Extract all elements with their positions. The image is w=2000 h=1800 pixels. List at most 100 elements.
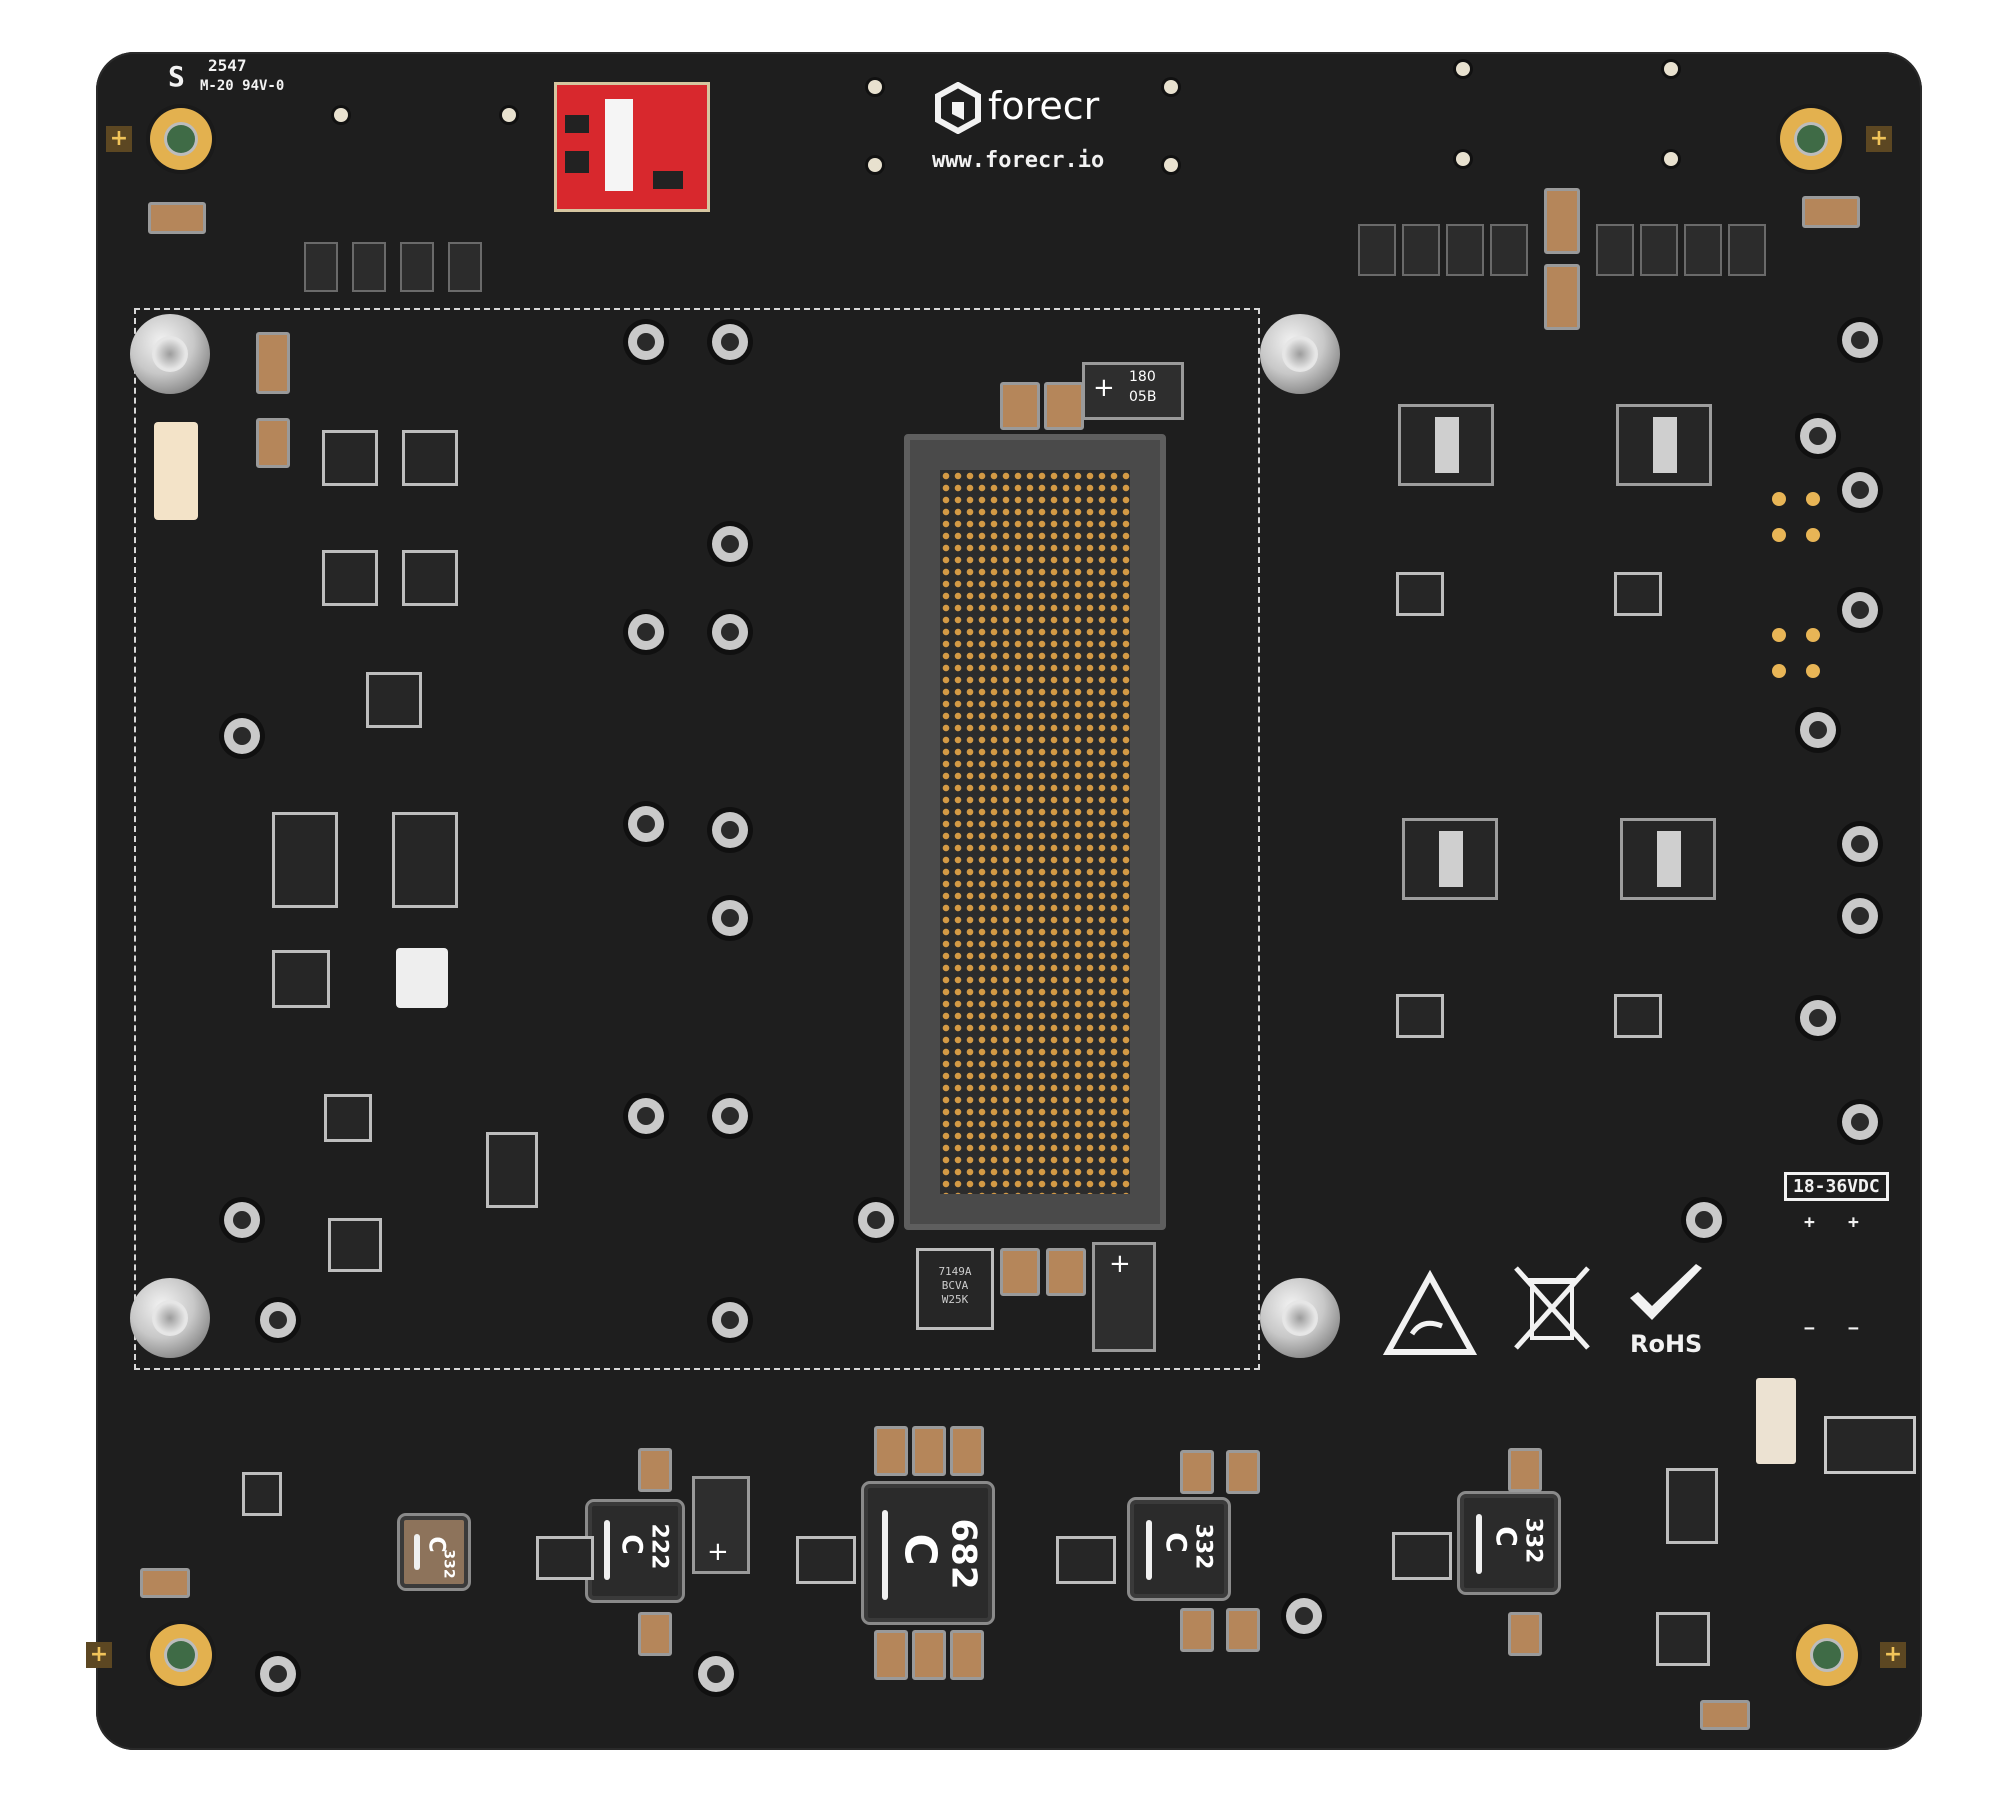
capacitor — [148, 202, 206, 234]
qfn-chip — [322, 430, 378, 486]
ldo-chip — [1614, 994, 1662, 1038]
power-mosfet — [1402, 224, 1440, 276]
optocoupler — [396, 948, 448, 1008]
module-screw-top-right — [1260, 314, 1340, 394]
fuse — [1756, 1378, 1796, 1464]
power-mosfet — [1358, 224, 1396, 276]
via-hole — [712, 900, 748, 936]
diode — [1824, 1416, 1916, 1474]
via — [1456, 62, 1470, 76]
via-hole — [1842, 472, 1878, 508]
qfn-chip — [1656, 1612, 1710, 1666]
via — [1664, 62, 1678, 76]
capacitor — [638, 1448, 672, 1492]
capacitor — [256, 418, 290, 468]
inductor-value: 222 — [646, 1523, 672, 1570]
sot-chip — [242, 1472, 282, 1516]
jumper-pad — [1772, 528, 1786, 542]
qfn-chip — [1056, 1536, 1116, 1584]
jumper-pad — [1806, 664, 1820, 678]
capacitor — [256, 332, 290, 394]
module-screw-bottom-left — [130, 1278, 210, 1358]
chip-marking: 7149A — [938, 1265, 972, 1278]
connector-pin-array — [940, 470, 1130, 1194]
via-hole — [698, 1656, 734, 1692]
ldo-chip — [1396, 572, 1444, 616]
inductor-value: 332 — [440, 1549, 457, 1579]
capacitor — [1180, 1608, 1214, 1652]
jumper-pad — [1806, 528, 1820, 542]
power-mosfet — [1684, 224, 1722, 276]
brand-name: forecr — [988, 84, 1100, 128]
capacitor — [912, 1426, 946, 1476]
power-mosfet — [1446, 224, 1484, 276]
brand-url: www.forecr.io — [932, 148, 1105, 173]
inductor-marking: C — [615, 1534, 649, 1555]
tantalum-capacitor: + — [692, 1476, 750, 1574]
inductor-marking: C — [894, 1533, 946, 1566]
module-screw-top-left — [130, 314, 210, 394]
via-hole — [712, 1098, 748, 1134]
capacitor — [912, 1630, 946, 1680]
murata-power-module — [554, 82, 710, 212]
via — [1664, 152, 1678, 166]
capacitor — [1700, 1700, 1750, 1730]
via-hole — [1286, 1598, 1322, 1634]
chip-marking: W25K — [941, 1293, 969, 1306]
capacitor — [874, 1630, 908, 1680]
pcb-board: S 2547 M-20 94V-0 + + + + forecr www.for… — [86, 52, 1922, 1750]
qfn-chip — [366, 672, 422, 728]
via — [334, 108, 348, 122]
via-hole — [224, 718, 260, 754]
qfn-chip — [402, 550, 458, 606]
module-screw-bottom-right — [1260, 1278, 1340, 1358]
via-hole — [858, 1202, 894, 1238]
qfn-chip — [796, 1536, 856, 1584]
via-hole — [712, 614, 748, 650]
via-hole — [712, 812, 748, 848]
ul-logo-icon: S — [168, 60, 185, 93]
capacitor — [950, 1426, 984, 1476]
polarity-mark: + — [1109, 1249, 1131, 1279]
capacitor — [638, 1612, 672, 1656]
polarity-minus-left: − — [1804, 1318, 1815, 1339]
polarity-mark: + — [707, 1537, 729, 1567]
rohs-checkmark-icon — [1630, 1264, 1702, 1320]
via — [1164, 158, 1178, 172]
tantalum-capacitor: + 180 05B — [1082, 362, 1184, 420]
dcdc-converter — [1620, 818, 1716, 900]
qfn-chip — [328, 1218, 382, 1272]
via-hole — [628, 1098, 664, 1134]
capacitor — [1802, 196, 1860, 228]
qfn-chip — [324, 1094, 372, 1142]
inductor-marking: C — [1489, 1526, 1523, 1547]
mount-marker-tr: + — [1866, 126, 1892, 152]
qfn-chip — [536, 1536, 594, 1580]
mounting-hole-top-right — [1780, 108, 1842, 170]
capacitor — [874, 1426, 908, 1476]
inductor-small — [448, 242, 482, 292]
polarity-mark: + — [1093, 373, 1115, 403]
soic-chip — [272, 812, 338, 908]
capacitor — [1508, 1448, 1542, 1492]
capacitor — [1544, 188, 1580, 254]
chip-marking: BCVA — [941, 1279, 969, 1292]
via-hole — [1842, 1104, 1878, 1140]
inductor-value: 332 — [1520, 1517, 1546, 1564]
via — [1164, 80, 1178, 94]
power-mosfet — [1640, 224, 1678, 276]
via-hole — [260, 1656, 296, 1692]
jumper-pad — [1806, 628, 1820, 642]
ul-mark-code: 2547 — [208, 56, 247, 75]
forecr-hexagon-icon — [935, 82, 981, 134]
jst-header-connector — [154, 422, 198, 520]
forecr-logo: forecr — [934, 82, 1134, 142]
power-mosfet — [1490, 224, 1528, 276]
msop-chip — [486, 1132, 538, 1208]
module-keepout-outline — [134, 308, 1260, 1370]
via — [1456, 152, 1470, 166]
tantalum-capacitor: + — [1092, 1242, 1156, 1352]
inductor-332: C 332 — [1127, 1497, 1231, 1601]
board-to-board-connector — [904, 434, 1166, 1230]
via-hole — [628, 806, 664, 842]
